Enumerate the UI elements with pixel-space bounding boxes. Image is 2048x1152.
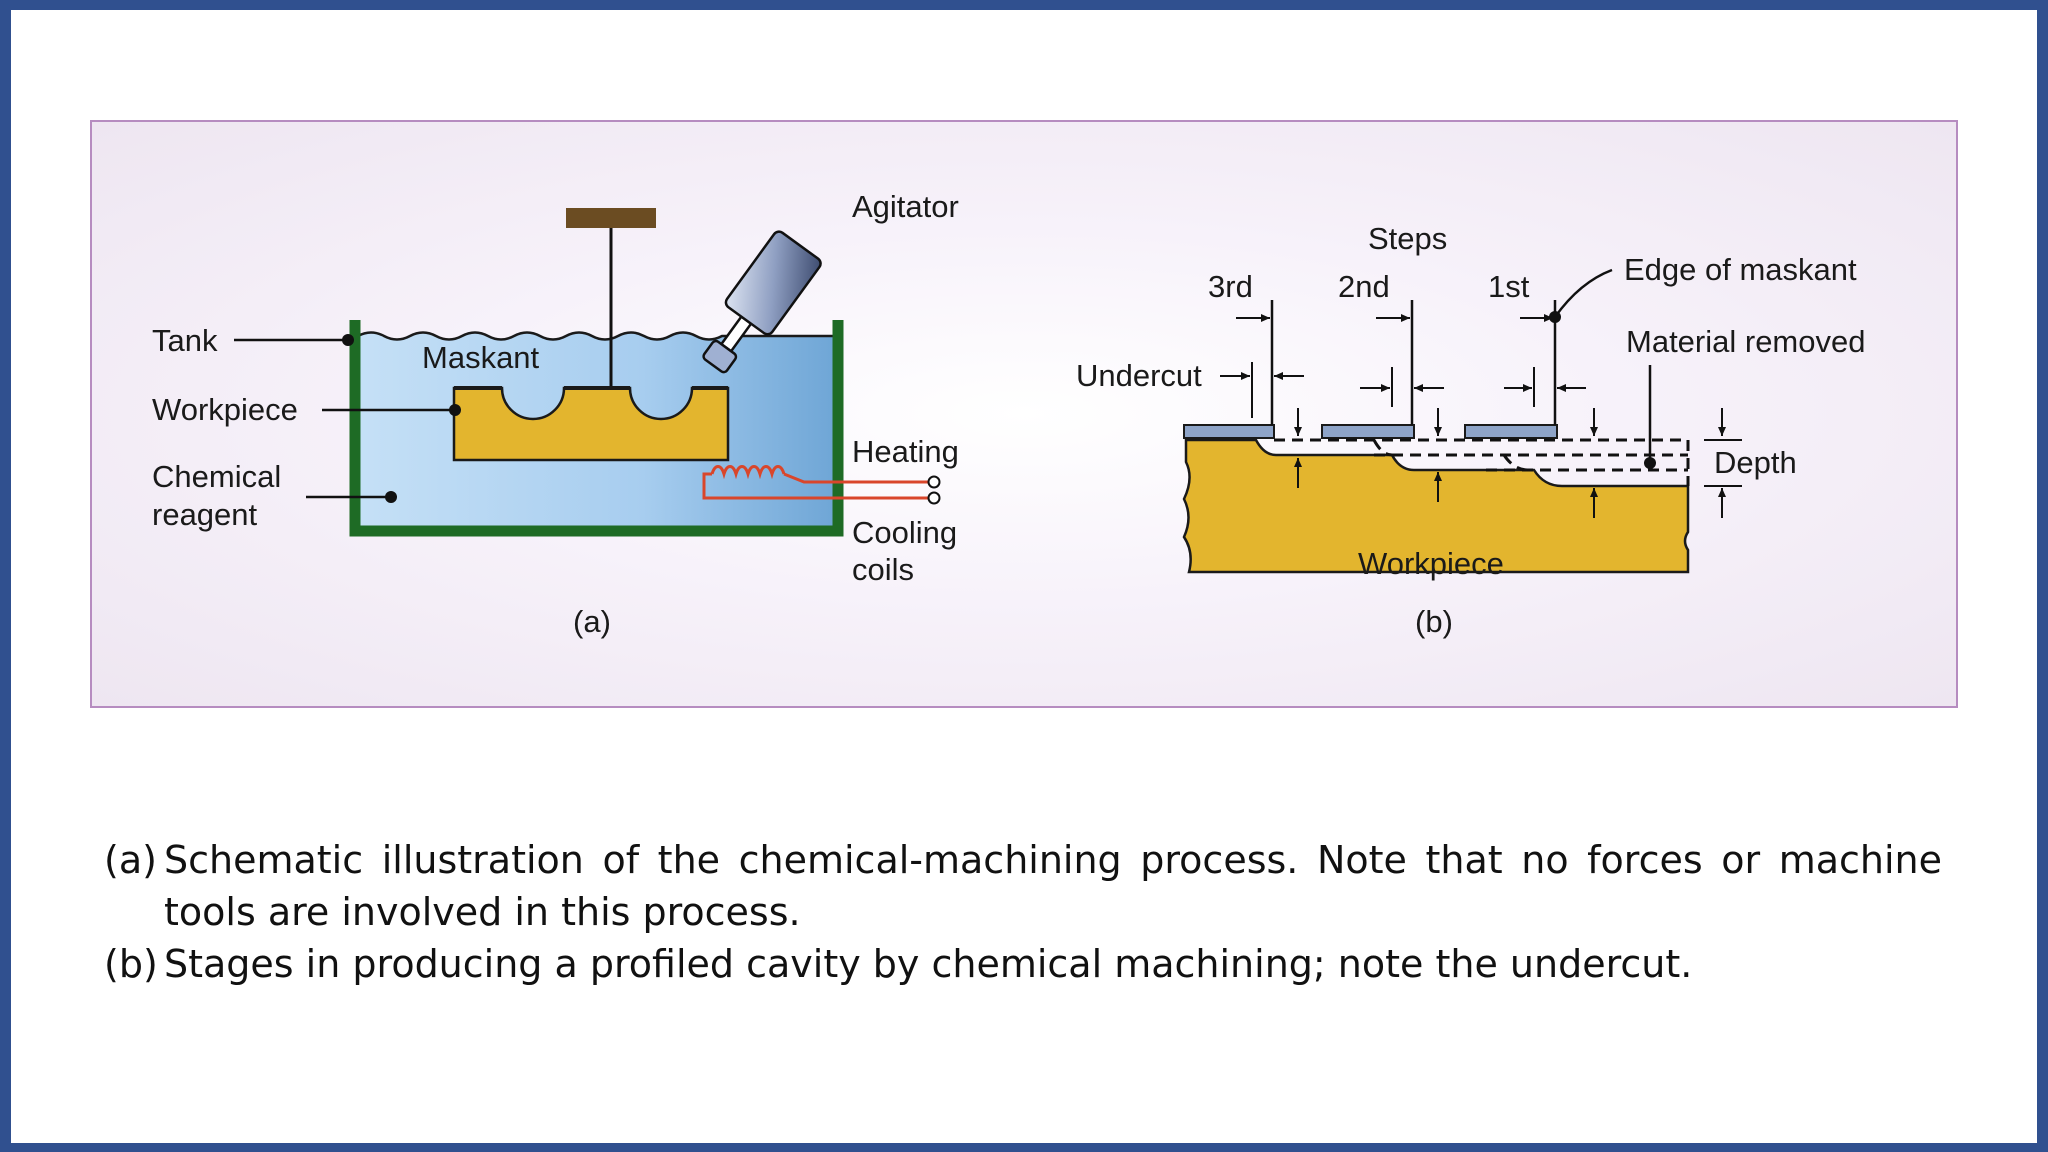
agitator-top-plate	[566, 208, 656, 228]
undercut-markers	[1220, 362, 1586, 418]
figure-caption: (a) Schematic illustration of the chemic…	[104, 834, 1942, 990]
tank-walls	[349, 320, 844, 537]
diagram-a: Tank Workpiece Chemical reagent Maskant …	[152, 189, 959, 639]
label-edge-of-maskant: Edge of maskant	[1624, 252, 1857, 287]
depth-ticks	[1704, 439, 1742, 487]
agitator-icon	[702, 230, 822, 374]
label-workpiece-a: Workpiece	[152, 392, 298, 427]
step-lines	[1270, 300, 1557, 425]
edge-of-maskant-dot	[1549, 311, 1561, 323]
label-agitator: Agitator	[852, 189, 959, 224]
workpiece-a	[452, 386, 730, 462]
liquid-surface	[357, 331, 834, 341]
label-step-1st: 1st	[1488, 269, 1530, 304]
label-steps: Steps	[1368, 221, 1447, 256]
label-coils: coils	[852, 552, 914, 587]
label-step-3rd: 3rd	[1208, 269, 1253, 304]
caption-tag-a: (a)	[104, 838, 157, 882]
label-workpiece-b: Workpiece	[1358, 546, 1504, 581]
diagram-b: Steps 3rd 2nd 1st Edge of maskant Materi…	[1076, 221, 1865, 639]
material-removed-dashes	[1274, 438, 1690, 486]
material-removed-dot	[1644, 457, 1656, 469]
caption-item-b: (b) Stages in producing a profiled cavit…	[104, 938, 1942, 990]
label-undercut: Undercut	[1076, 358, 1202, 393]
caption-text-a: Schematic illustration of the chemical-m…	[164, 838, 1942, 934]
label-chemical: Chemical	[152, 459, 281, 494]
label-part-b: (b)	[1415, 604, 1453, 639]
heating-coil-icon	[702, 465, 941, 505]
label-tank: Tank	[152, 323, 218, 358]
edge-of-maskant-leader	[1553, 268, 1613, 318]
label-step-2nd: 2nd	[1338, 269, 1390, 304]
label-material-removed: Material removed	[1626, 324, 1865, 359]
leader-dots-a	[342, 334, 461, 503]
caption-text-b: Stages in producing a profiled cavity by…	[164, 942, 1693, 986]
label-maskant: Maskant	[422, 340, 540, 375]
depth-arrows	[1294, 408, 1726, 518]
label-heating: Heating	[852, 434, 959, 469]
figure-svg: Tank Workpiece Chemical reagent Maskant …	[152, 189, 1865, 639]
label-depth: Depth	[1714, 445, 1797, 480]
label-part-a: (a)	[573, 604, 611, 639]
caption-item-a: (a) Schematic illustration of the chemic…	[104, 834, 1942, 938]
leader-lines-a	[234, 338, 452, 499]
caption-tag-b: (b)	[104, 942, 158, 986]
label-cooling: Cooling	[852, 515, 957, 550]
maskant-plates	[1183, 424, 1558, 439]
label-reagent: reagent	[152, 497, 258, 532]
figure-panel: Tank Workpiece Chemical reagent Maskant …	[90, 120, 1958, 708]
